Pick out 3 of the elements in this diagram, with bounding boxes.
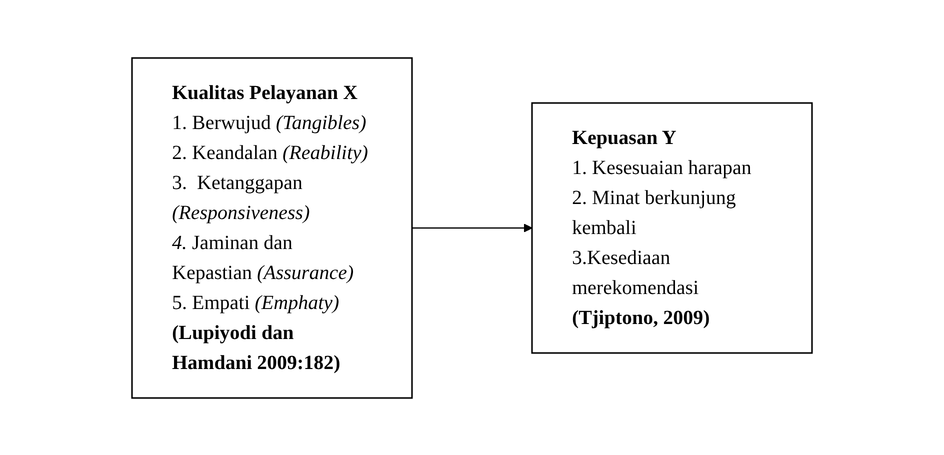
arrow	[412, 223, 532, 232]
node-box: Kualitas Pelayanan X 1. Berwujud (Tangibles) 2. Keandalan (Reability) 3. Ketanggapan (Responsiveness) 4. Jaminan dan Kepastian (Assurance) 5. Empati (Emphaty) (Lupiyodi dan Hamdani 2009:182)	[131, 56, 413, 398]
node-box: Kepuasan Y 1. Kesesuaian harapan 2. Minat berkunjung kembali 3.Kesediaan merekomendasi (Tjiptono, 2009)	[531, 102, 813, 354]
